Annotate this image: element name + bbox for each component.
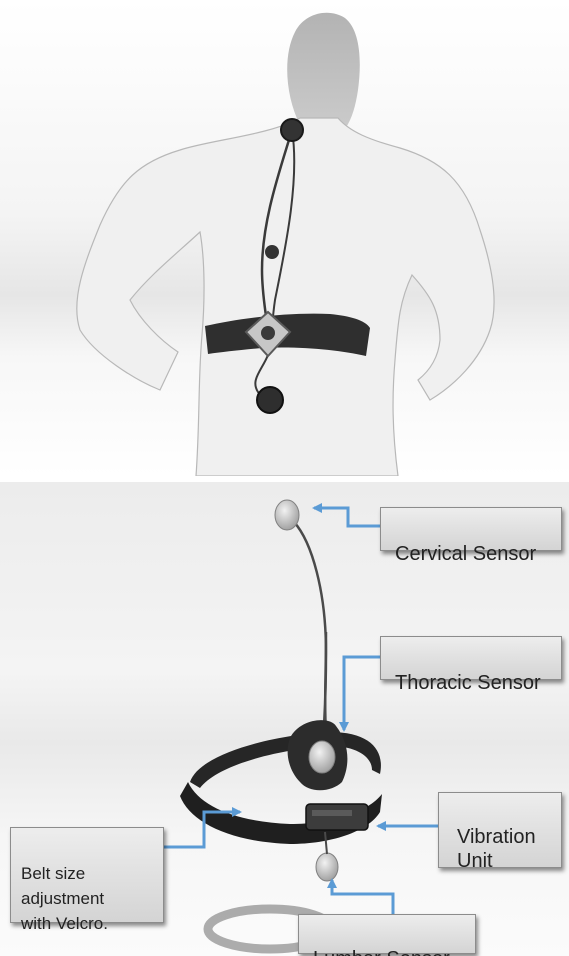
wearer-illustration [0,0,569,476]
vibration-unit-label: Vibration Unit [438,792,562,868]
lumbar-sensor [257,387,283,413]
vibration-unit-label-text: Vibration Unit [457,825,561,873]
cervical-sensor-label: Cervical Sensor [380,507,562,551]
wearer-figure [0,0,569,476]
thoracic-sensor [309,741,335,773]
thoracic-sensor [265,245,279,259]
vibration-unit-detail [312,810,352,816]
device-cable-lower [325,632,326,732]
head [287,13,360,135]
belt-adjustment-label: Belt size adjustment with Velcro. [10,827,164,923]
thoracic-sensor-label-text: Thoracic Sensor [395,671,561,695]
vibration-unit-center [261,326,275,340]
vibration-unit [306,804,368,830]
lumbar-sensor [316,853,338,881]
cervical-sensor [275,500,299,530]
belt-adjustment-label-text: Belt size adjustment with Velcro. [21,861,163,936]
cervical-sensor [281,119,303,141]
device-illustration: Cervical Sensor Thoracic Sensor Vibratio… [0,482,569,956]
lumbar-sensor-label-text: Lumbar Sensor [313,947,475,956]
cervical-sensor-label-text: Cervical Sensor [395,542,561,566]
lumbar-sensor-label: Lumbar Sensor [298,914,476,954]
thoracic-sensor-label: Thoracic Sensor [380,636,562,680]
